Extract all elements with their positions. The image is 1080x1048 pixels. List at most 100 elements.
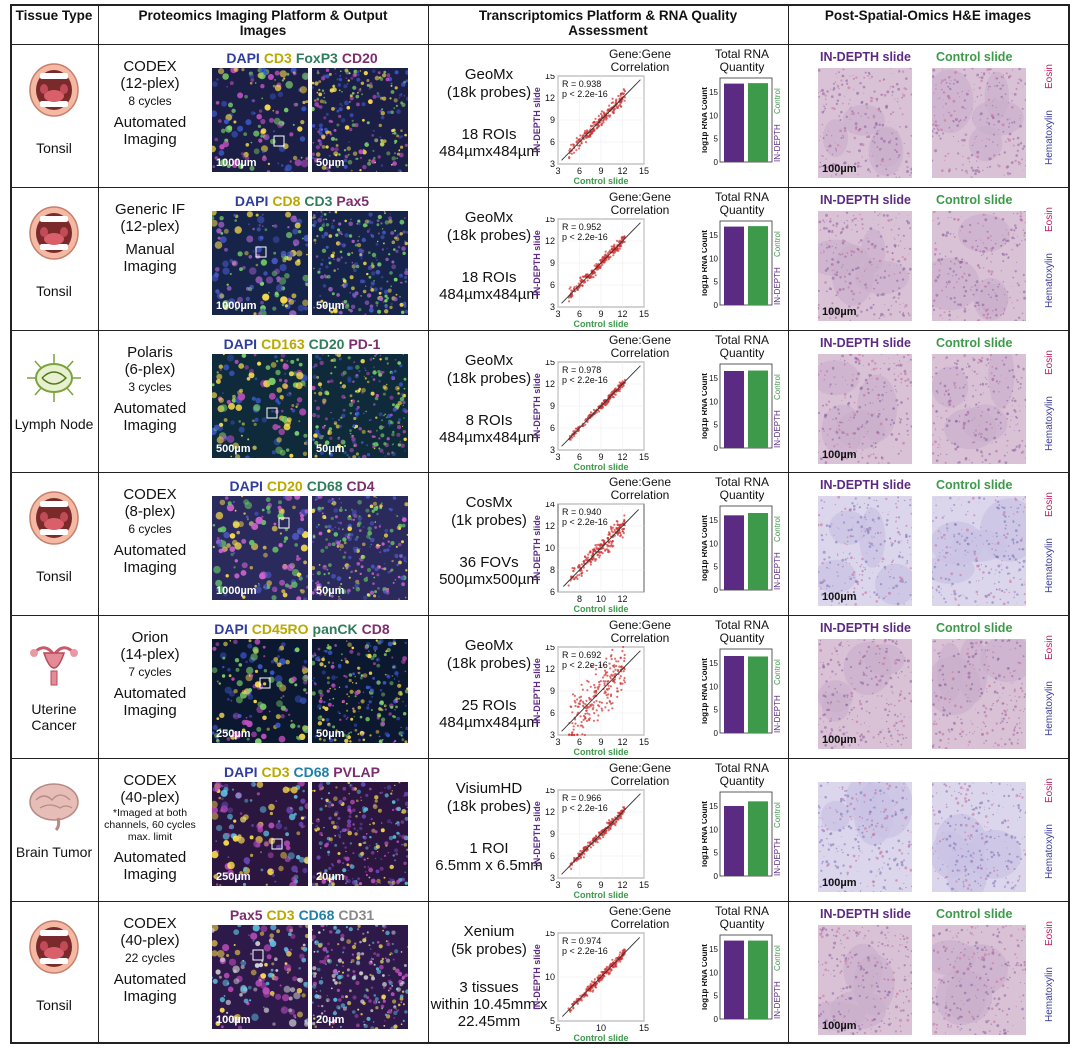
scatter-point [574,701,577,704]
scatter-point [587,556,590,560]
marker-label: CD8 [272,192,301,209]
scatter-point [615,660,618,663]
he-scale-label: 100µm [822,877,857,889]
scatter-point [580,563,583,566]
t-platform-name: GeoMx [464,66,514,83]
roi-size: 484µmx484µm [439,428,539,446]
scatter-point [593,694,596,697]
scatter-point [616,239,619,242]
scatter-point [591,130,594,133]
scatter-point [584,129,587,133]
scatter-point [613,251,616,254]
rna-y-label: log1p RNA Count [702,944,709,1010]
x-tick-label: 9 [598,309,603,319]
regression-line [563,509,639,588]
scatter-point [595,262,598,265]
scatter-point [584,141,588,144]
scale-bar-label: 1000µm [216,299,257,312]
scatter-point [578,703,581,706]
scatter-point [617,660,620,663]
t-platform-probes: (18k probes) [446,369,532,387]
scatter-point [616,523,619,526]
scatter-point [618,239,621,242]
x-axis-label: Control slide [573,319,628,329]
scatter-point [590,980,593,983]
platform-name: Polaris [127,343,173,361]
scale-bar-label: 50µm [316,585,345,598]
correlation-r: R = 0.952 [562,222,601,232]
scatter-point [594,984,597,987]
he-scale-label: 100µm [822,734,857,747]
brain-icon [29,783,79,832]
scatter-point [605,829,608,832]
bar-control [748,940,768,1019]
scatter-point [620,381,623,384]
marker-label: FoxP3 [295,50,338,66]
scatter-point [591,548,594,552]
platform-plex: (40-plex) [120,789,180,806]
scatter-point [584,712,587,716]
scatter-point [600,551,603,554]
scatter-point [598,551,601,554]
eosin-label: Eosin [1044,920,1055,946]
scatter-point [581,688,584,691]
scatter-point [571,731,574,734]
header-tissue: Tissue Type [15,8,93,23]
scatter-point [582,560,586,563]
scatter-point [594,673,597,676]
scatter-point [615,665,618,668]
scatter-point [570,143,573,146]
marker-label: CD31 [338,906,375,923]
x-tick-label: 9 [598,737,603,747]
correlation-title: Gene:Gene Correlation [608,332,672,360]
scatter-point [576,705,579,708]
tissue-cell: Lymph Node [10,330,98,473]
scatter-point [599,837,602,840]
platform-plex: (12-plex) [120,217,180,235]
rna-y-tick: 15 [709,802,718,811]
scatter-point [580,721,583,724]
scatter-point [586,558,589,561]
imaging-mode: Automated Imaging [113,970,187,1005]
scatter-point [570,289,573,292]
scatter-point [623,96,626,99]
scatter-point [584,717,587,720]
rna-y-tick: 15 [709,945,718,954]
scale-bar-label: 100µm [216,1013,251,1026]
x-tick-label: 10 [596,594,606,604]
scatter-point [616,106,619,109]
scatter-point [588,706,591,709]
scatter-point [578,566,581,569]
scatter-point [571,436,574,439]
scatter-point [623,240,626,243]
hematoxylin-label: Hematoxylin [1044,395,1055,451]
marker-label: PVLAP [333,764,380,780]
scatter-point [570,734,573,737]
scatter-point [581,284,584,287]
marker-label: CD68 [298,906,335,923]
scatter-point [600,110,603,113]
scatter-point [619,656,622,660]
scatter-point [607,531,611,534]
y-tick-label: 15 [545,931,555,938]
scatter-point [572,143,575,146]
scatter-point [577,425,580,428]
scatter-point [572,429,575,432]
scatter-point [607,551,610,554]
overview-image: 100µm [212,924,308,1029]
scatter-point [613,244,616,248]
roi-size: 484µmx484µm [439,143,539,160]
marker-label: CD68 [306,478,343,495]
he-indepth-image: 100µm [818,639,912,750]
scatter-point [573,285,576,288]
marker-label: Pax5 [336,192,370,209]
scatter-point [605,821,608,824]
uterus-icon [30,646,78,686]
